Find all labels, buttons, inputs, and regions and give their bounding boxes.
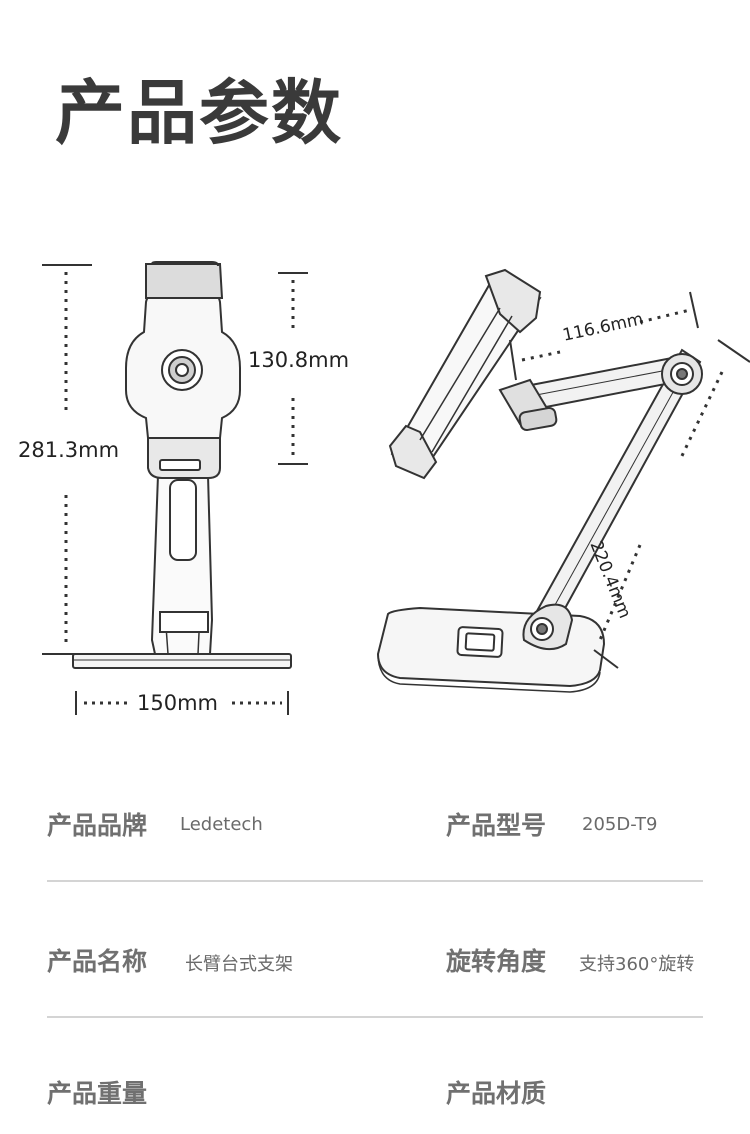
front-view-stand bbox=[72, 261, 292, 669]
spec-row-2: 产品名称 长臂台式支架 旋转角度 支持360°旋转 bbox=[0, 936, 750, 996]
spec-label-rotation: 旋转角度 bbox=[446, 947, 547, 976]
spec-divider bbox=[47, 1016, 703, 1018]
dimension-lines-front bbox=[42, 264, 308, 715]
side-view-stand bbox=[376, 268, 703, 693]
spec-value-rotation: 支持360°旋转 bbox=[579, 954, 695, 975]
spec-value-brand: Ledetech bbox=[180, 814, 263, 835]
dimension-clamp-height: 130.8mm bbox=[248, 348, 350, 372]
spec-label-material: 产品材质 bbox=[446, 1079, 547, 1108]
product-dimension-figure: 281.3mm 130.8mm 150mm 116.6mm 220.4mm bbox=[0, 240, 750, 720]
page-title: 产品参数 bbox=[55, 72, 343, 154]
spec-value-name: 长臂台式支架 bbox=[185, 954, 293, 975]
spec-label-model: 产品型号 bbox=[446, 811, 547, 840]
spec-divider bbox=[47, 880, 703, 882]
spec-value-model: 205D-T9 bbox=[582, 814, 658, 835]
spec-row-3: 产品重量 产品材质 bbox=[0, 1074, 750, 1134]
spec-label-name: 产品名称 bbox=[47, 947, 148, 976]
dimension-base-width: 150mm bbox=[137, 691, 218, 715]
dimension-total-height: 281.3mm bbox=[18, 438, 120, 462]
spec-label-weight: 产品重量 bbox=[47, 1079, 148, 1108]
dimension-lines-side bbox=[509, 291, 750, 669]
spec-label-brand: 产品品牌 bbox=[47, 811, 148, 840]
stand-drawing bbox=[42, 261, 750, 715]
spec-row-1: 产品品牌 Ledetech 产品型号 205D-T9 bbox=[0, 800, 750, 860]
